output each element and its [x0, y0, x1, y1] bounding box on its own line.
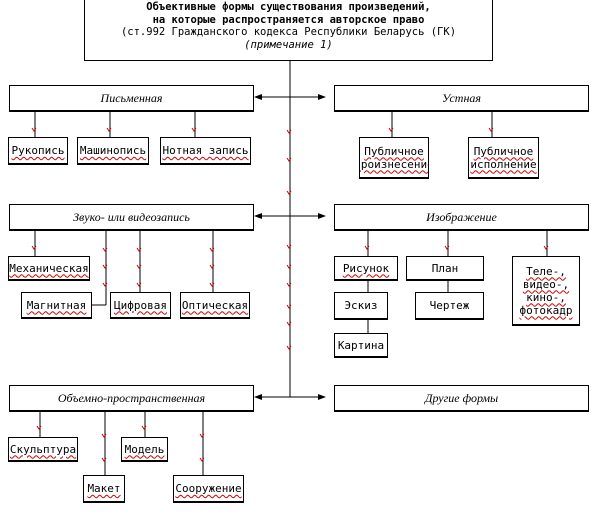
item-model-label: Модель — [124, 442, 165, 456]
category-written: Письменная — [9, 85, 254, 112]
item-public-speech: Публичное произнесение — [359, 137, 429, 179]
item-typescript-label: Машинопись — [79, 144, 147, 157]
item-structure-label: Сооружение — [175, 482, 242, 495]
item-public-performance-label: Публичное исполнение — [470, 144, 537, 171]
item-photo-frame: Теле-, видео-, кино-, фотокадр — [512, 256, 580, 326]
item-manuscript-label: Рукопись — [11, 144, 65, 157]
category-image: Изображение — [334, 204, 589, 231]
item-musical-notation: Нотная запись — [160, 137, 251, 165]
item-sculpture: Скульптура — [8, 437, 78, 462]
item-optical-label: Оптическая — [181, 298, 249, 312]
item-digital-label: Цифровая — [114, 298, 167, 312]
item-drawing: Рисунок — [334, 256, 398, 281]
item-public-speech-label: Публичное произнесение — [360, 144, 428, 171]
item-model: Модель — [121, 437, 168, 462]
item-draft-label: Чертеж — [429, 299, 470, 312]
category-recording: Звуко- или видеозапись — [9, 204, 254, 231]
title-line-4: (примечание 1) — [244, 38, 333, 51]
diagram-title: Объективные формы существования произвед… — [84, 0, 493, 61]
item-plan-label: План — [431, 261, 459, 275]
item-draft: Чертеж — [415, 292, 484, 320]
category-other: Другие формы — [334, 385, 589, 412]
title-line-2: на которые распространяется авторское пр… — [152, 13, 425, 26]
category-spatial: Объемно-пространственная — [9, 385, 254, 412]
item-typescript: Машинопись — [77, 137, 149, 165]
item-plan: План — [406, 256, 484, 281]
category-oral: Устная — [334, 85, 589, 112]
item-musical-label: Нотная запись — [162, 144, 249, 157]
item-painting: Картина — [334, 333, 388, 358]
title-line-1: Объективные формы существования произвед… — [146, 1, 431, 13]
item-sketch: Эскиз — [334, 292, 388, 320]
item-mockup-label: Макет — [87, 482, 121, 495]
title-line-3: (ст.992 Гражданского кодекса Республики … — [120, 26, 457, 38]
item-mockup: Макет — [83, 475, 125, 503]
item-painting-label: Картина — [337, 338, 385, 352]
item-mechanical: Механическая — [8, 256, 90, 281]
item-photo-label: Теле-, видео-, кино-, фотокадр — [519, 264, 573, 317]
spellcheck-marks — [31, 127, 549, 462]
item-mechanical-label: Механическая — [9, 261, 89, 275]
item-public-performance: Публичное исполнение — [468, 137, 539, 179]
item-drawing-label: Рисунок — [342, 261, 390, 275]
item-structure: Сооружение — [173, 475, 244, 503]
item-manuscript: Рукопись — [8, 137, 68, 165]
item-sculpture-label: Скульптура — [9, 442, 77, 456]
item-sketch-label: Эскиз — [344, 299, 378, 312]
item-magnetic: Магнитная — [21, 292, 92, 319]
item-optical: Оптическая — [180, 292, 250, 319]
item-magnetic-label: Магнитная — [26, 298, 87, 312]
item-digital: Цифровая — [110, 292, 171, 319]
